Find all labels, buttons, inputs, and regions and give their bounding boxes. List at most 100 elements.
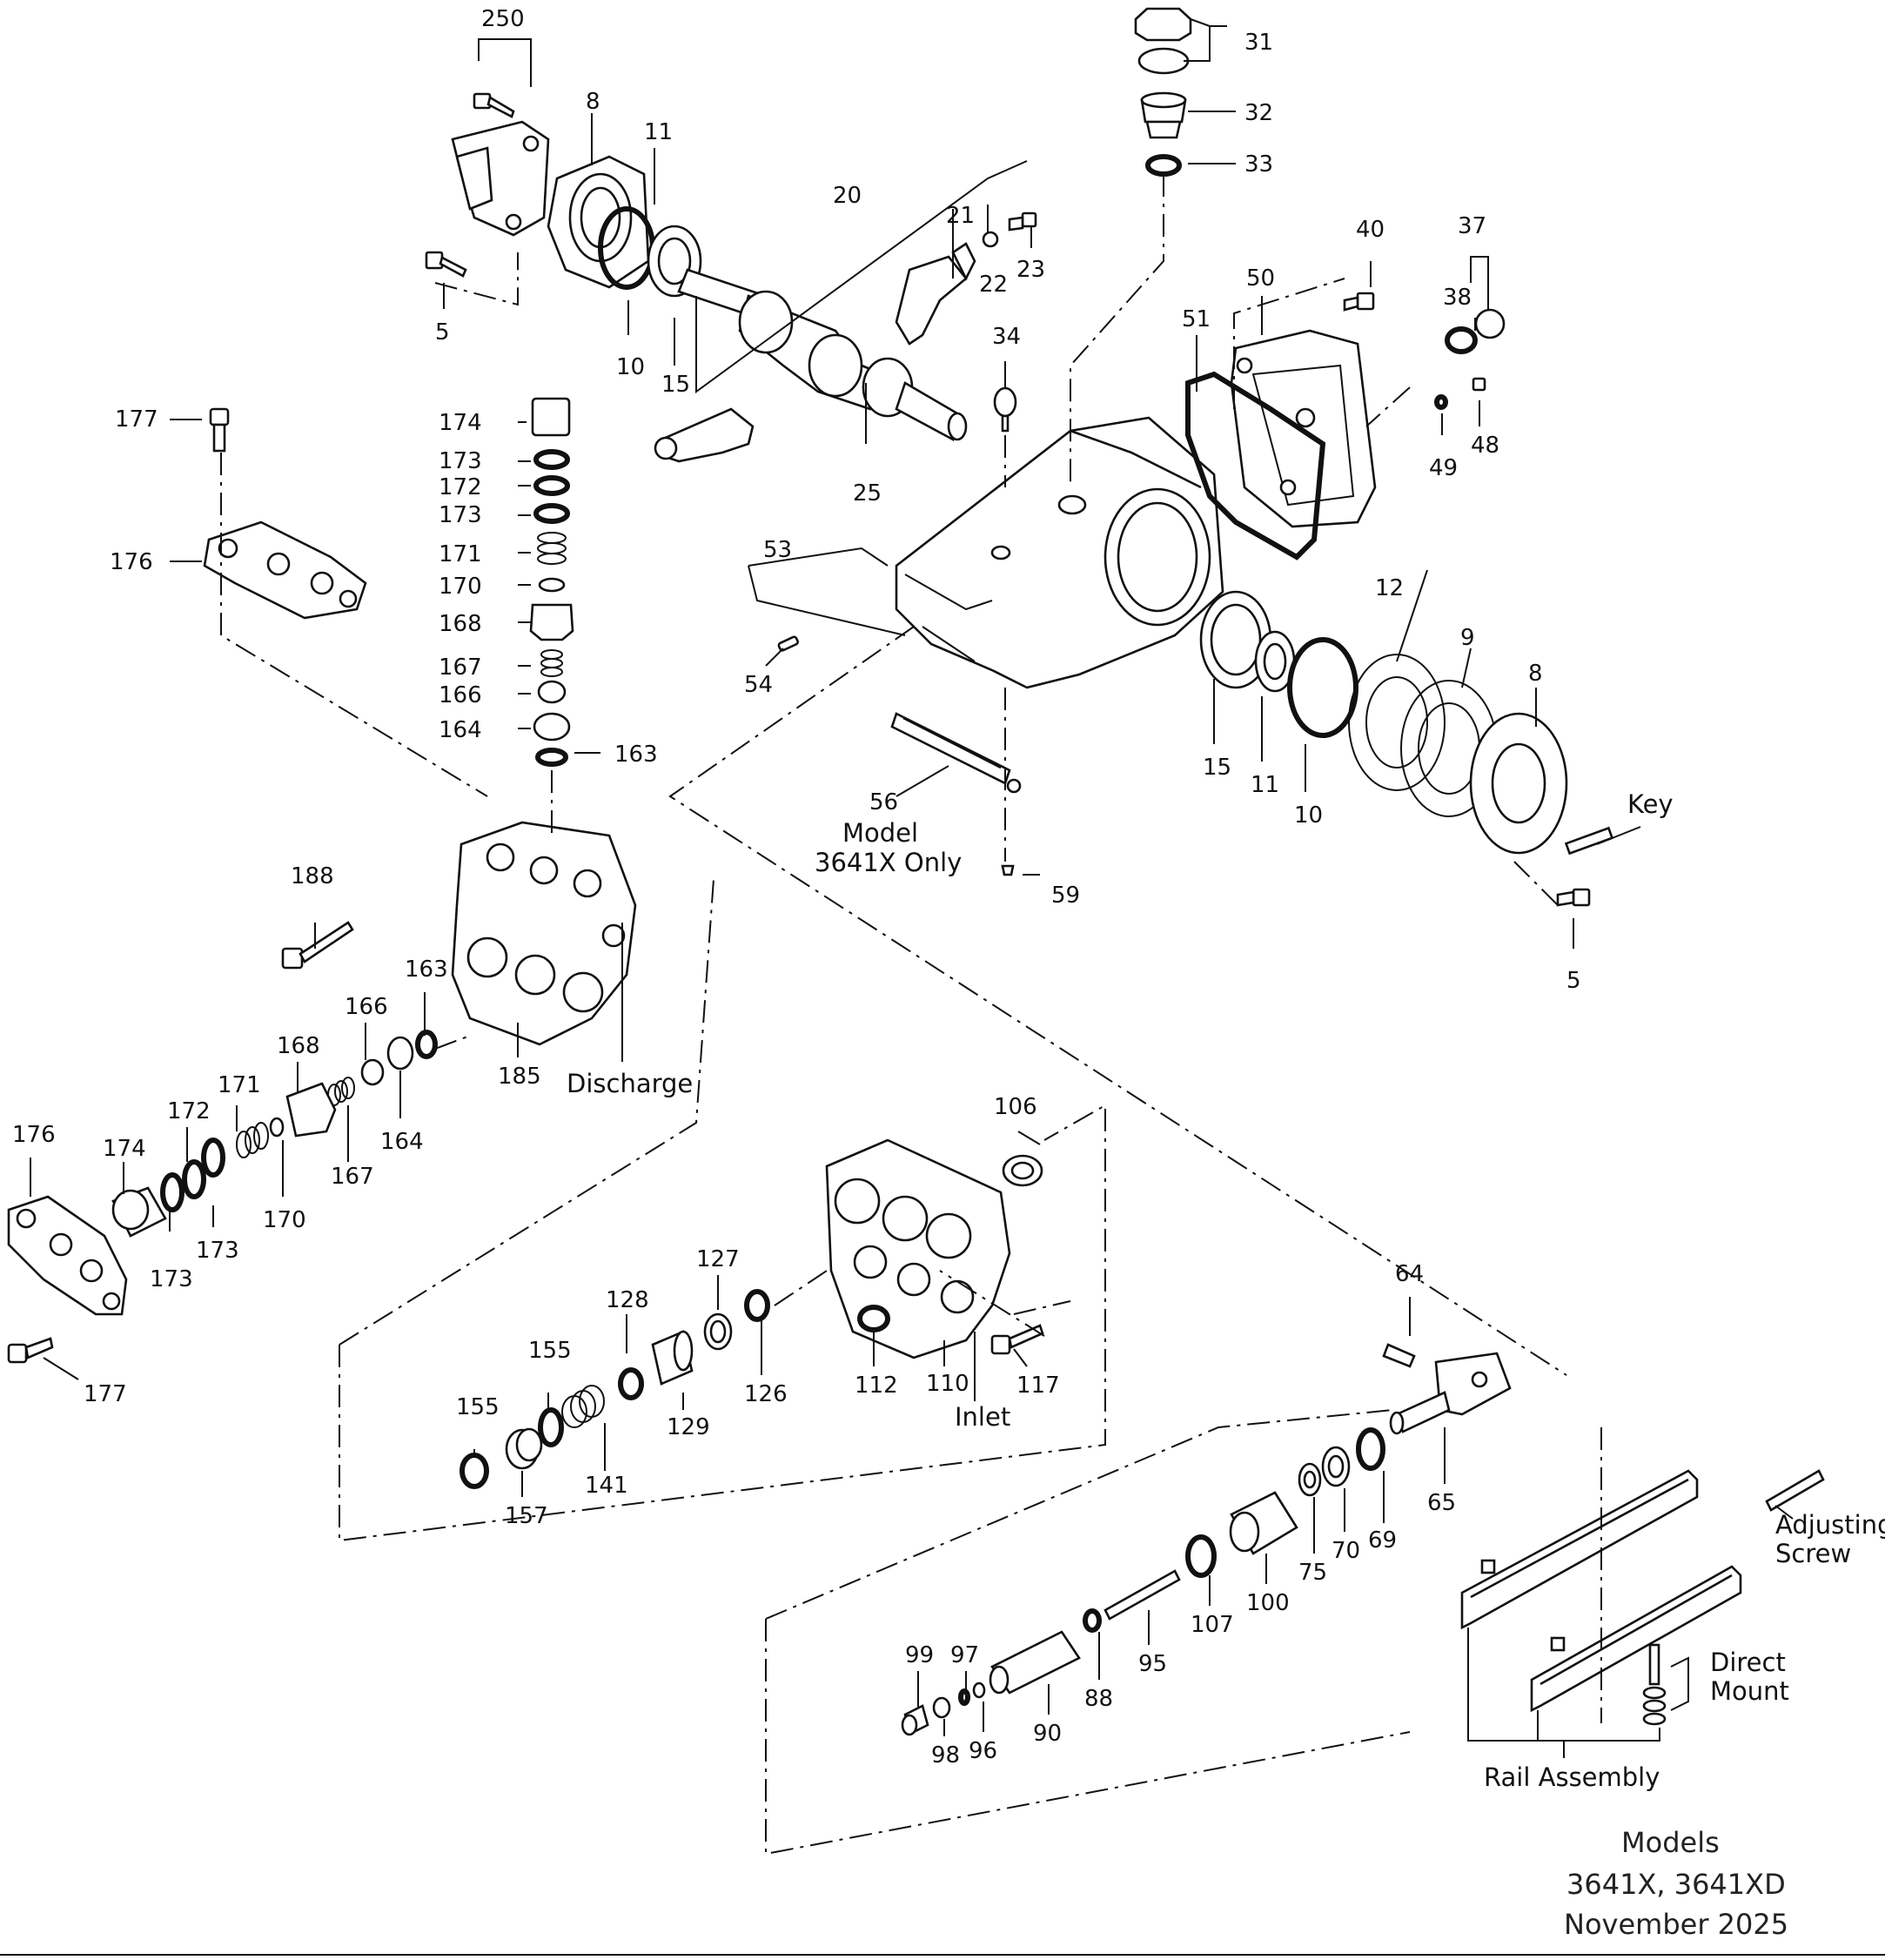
callout-65: 65 <box>1427 1490 1456 1516</box>
bolt-177b-part <box>7 1337 54 1364</box>
bearing-15b-part <box>1199 590 1272 689</box>
callout-11: 11 <box>644 119 673 145</box>
callout-188: 188 <box>291 863 334 889</box>
callout-34: 34 <box>992 324 1021 350</box>
plug-106-part <box>1002 1154 1043 1187</box>
callout-170-discharge: 170 <box>263 1207 306 1233</box>
bolt-5b-part <box>1556 888 1591 907</box>
valve-stack-top <box>529 397 574 767</box>
callout-107: 107 <box>1191 1612 1234 1638</box>
callout-key: Key <box>1627 789 1674 819</box>
footer-block: Models 3641X, 3641XD November 2025 <box>1564 1826 1788 1941</box>
callout-100: 100 <box>1246 1590 1290 1616</box>
callout-25: 25 <box>853 480 882 507</box>
crankshaft-20-part <box>677 268 968 442</box>
callout-15-right: 15 <box>1203 755 1231 781</box>
callout-38: 38 <box>1443 285 1472 311</box>
callout-173-discharge-b: 173 <box>196 1238 239 1264</box>
callout-48: 48 <box>1471 433 1499 459</box>
callout-163-top: 163 <box>614 742 658 768</box>
plug-48-part <box>1472 377 1486 392</box>
callout-51: 51 <box>1182 306 1211 332</box>
callout-88: 88 <box>1084 1686 1113 1712</box>
bolt-40-part <box>1343 292 1375 312</box>
plunger-group <box>901 1343 1512 1736</box>
callout-157: 157 <box>505 1503 548 1529</box>
ring-173a-part <box>533 449 570 470</box>
oring-163a-part <box>535 748 568 767</box>
ring-173c-part <box>201 1138 225 1178</box>
washer-70-part <box>1321 1446 1351 1487</box>
oring-97-part <box>958 1688 970 1706</box>
callout-discharge: Discharge <box>567 1069 693 1098</box>
callout-59: 59 <box>1051 883 1080 909</box>
callout-70: 70 <box>1332 1538 1360 1564</box>
oil-cap-group <box>1134 7 1192 177</box>
footer-model-numbers: 3641X, 3641XD <box>1566 1868 1786 1901</box>
valve-plug-174-part <box>531 397 571 437</box>
callout-8: 8 <box>586 89 600 115</box>
crankcase-part <box>895 416 1224 689</box>
callout-75: 75 <box>1298 1560 1327 1586</box>
inlet-manifold-part <box>825 1138 1011 1359</box>
valve-plug-174b-part <box>111 1186 167 1238</box>
connecting-rod-21-part <box>895 242 976 346</box>
callout-141: 141 <box>585 1473 628 1499</box>
sight-glass-56-part <box>890 712 1022 794</box>
callout-173-top-b: 173 <box>439 502 482 528</box>
callout-99: 99 <box>905 1642 934 1668</box>
callout-40: 40 <box>1356 217 1385 243</box>
bolt-117-part <box>990 1324 1044 1355</box>
washer-98-part <box>932 1696 951 1719</box>
callout-50: 50 <box>1246 265 1275 292</box>
plunger-90-part <box>989 1630 1081 1695</box>
flange-8b-part <box>1469 712 1568 855</box>
callout-10-right: 10 <box>1294 802 1323 829</box>
callout-15: 15 <box>661 372 690 398</box>
plug-37-part <box>1474 308 1506 339</box>
pin-54-part <box>777 635 799 652</box>
discharge-manifold-part <box>451 821 637 1046</box>
washer-96-part <box>972 1681 986 1699</box>
callout-53: 53 <box>763 537 792 563</box>
oring-163b-part <box>415 1030 438 1059</box>
callout-171-discharge: 171 <box>218 1072 261 1098</box>
callout-163-discharge: 163 <box>405 957 448 983</box>
washer-170b-part <box>269 1117 285 1138</box>
washer-170a-part <box>538 577 566 593</box>
callout-171-top: 171 <box>439 541 482 567</box>
footer-models: Models <box>1621 1826 1720 1859</box>
callout-176-left: 176 <box>12 1122 56 1148</box>
callout-adjusting: Adjusting <box>1775 1510 1885 1540</box>
callout-174-discharge: 174 <box>103 1136 146 1162</box>
stud-95-part <box>1103 1569 1181 1621</box>
bolt-250-part <box>473 92 515 118</box>
bolt-188-part <box>281 921 354 970</box>
callout-112: 112 <box>855 1373 898 1399</box>
plug-157-part <box>505 1427 543 1470</box>
retainer-168b-part <box>285 1082 337 1138</box>
callout-labels: 250 8 11 20 21 22 23 5 10 15 25 31 32 33… <box>12 6 1885 1792</box>
direct-mount-stud-part <box>1642 1643 1667 1726</box>
ring-88-part <box>1083 1608 1102 1633</box>
callout-23: 23 <box>1016 257 1045 283</box>
callout-5: 5 <box>435 319 450 346</box>
callout-95: 95 <box>1138 1651 1167 1677</box>
callout-9: 9 <box>1460 625 1475 651</box>
oring-112-part <box>857 1305 890 1332</box>
spring-171b-part <box>236 1122 269 1158</box>
washer-22-part <box>982 231 999 248</box>
callout-12: 12 <box>1375 575 1404 601</box>
callout-22: 22 <box>979 272 1008 298</box>
callout-106: 106 <box>994 1094 1037 1120</box>
callout-167-discharge: 167 <box>331 1164 374 1190</box>
callout-168-discharge: 168 <box>277 1033 320 1059</box>
ring-173b-part <box>533 503 570 524</box>
valve-stack-discharge <box>111 1030 438 1238</box>
oring-10b-part <box>1287 637 1358 738</box>
callout-inlet: Inlet <box>955 1402 1010 1432</box>
callout-direct: Direct <box>1710 1648 1786 1677</box>
footer-date: November 2025 <box>1564 1908 1788 1941</box>
oring-172b-part <box>182 1159 206 1199</box>
